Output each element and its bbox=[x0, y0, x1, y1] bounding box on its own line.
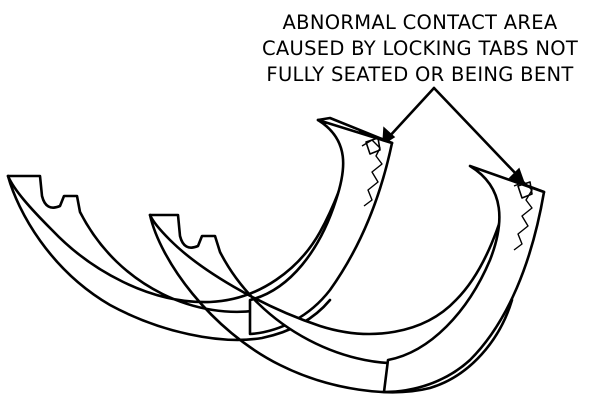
callout-line-3: FULLY SEATED OR BEING BENT bbox=[266, 63, 573, 86]
callout-arrows bbox=[383, 88, 524, 183]
shell-front-upper-face bbox=[384, 166, 544, 392]
arrow-left bbox=[388, 88, 434, 138]
shell-back-upper-face bbox=[250, 120, 392, 334]
callout-line-2: CAUSED BY LOCKING TABS NOT bbox=[262, 37, 578, 60]
callout-label: ABNORMAL CONTACT AREA CAUSED BY LOCKING … bbox=[262, 11, 578, 86]
arrow-right bbox=[434, 88, 518, 176]
callout-line-1: ABNORMAL CONTACT AREA bbox=[283, 11, 558, 34]
bearing-shell-back bbox=[8, 118, 392, 340]
